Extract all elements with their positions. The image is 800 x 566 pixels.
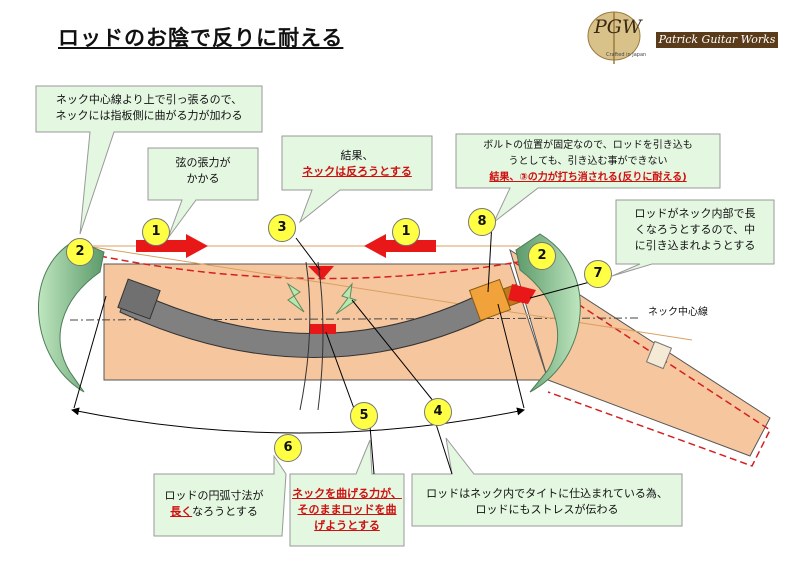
- callout-top-left-shape: [35, 85, 263, 235]
- leader-4-callout: [435, 423, 453, 475]
- callout-arc-length: ロッドの円弧寸法が 長くなろうとする: [156, 488, 272, 520]
- callout-rod-pulled-line2: くなろうとするので、中: [634, 223, 756, 236]
- callout-bolt-shape: [455, 133, 721, 223]
- callout-rod-pulled-line3: に引き込まれようとする: [634, 239, 756, 252]
- callout-top-left-line1: ネック中心線より上で引っ張るので、: [55, 93, 243, 106]
- callout-rod-stress-line1: ロッドはネック内でタイトに仕込まれている為、: [426, 487, 668, 500]
- callout-rod-pulled-shape: [611, 199, 775, 277]
- callout-bolt-line3: 結果、③の力が打ち消される(反りに耐える): [489, 172, 687, 183]
- leader-3: [295, 237, 321, 271]
- marker-5: 5: [350, 402, 378, 430]
- logo-brand-name: Patrick Guitar Works: [656, 32, 778, 48]
- neck-center-line: [69, 317, 641, 321]
- callout-bolt: ボルトの位置が固定なので、ロッドを引き込も うとしても、引き込む事ができない 結…: [458, 138, 718, 186]
- callout-string-tension-line2: かかる: [186, 172, 220, 185]
- callout-bend-force-line1: ネックを曲げる力が、: [292, 487, 402, 500]
- leader-4: [351, 299, 435, 403]
- leader-5: [325, 331, 357, 415]
- logo: PGW Patrick Guitar Works Crafted in Japa…: [570, 6, 782, 68]
- leader-8: [487, 221, 493, 293]
- curl-arrow-left: [37, 239, 105, 393]
- marker-2-left: 2: [66, 238, 94, 266]
- bend-guide-right: [317, 261, 324, 411]
- callout-string-tension-line1: 弦の張力が: [175, 156, 231, 169]
- callout-rod-pulled: ロッドがネック内部で長 くなろうとするので、中 に引き込まれようとする: [618, 206, 772, 254]
- marker-1-right: 1: [392, 218, 420, 246]
- curl-arrow-right: [515, 233, 581, 393]
- leader-5-callout: [369, 425, 375, 475]
- stress-bolt-right: [335, 282, 358, 315]
- marker-3: 3: [268, 214, 296, 242]
- callout-arc-length-red: 長く: [170, 505, 193, 518]
- arc-dimension: [71, 407, 525, 434]
- logo-monogram: PGW: [594, 16, 642, 38]
- page-title: ロッドのお陰で反りに耐える: [58, 26, 344, 50]
- callout-bolt-line1: ボルトの位置が固定なので、ロッドを引き込も: [483, 140, 693, 151]
- callout-arc-length-rest: なろうとする: [192, 505, 258, 518]
- logo-tagline: Crafted in Japan: [606, 52, 647, 58]
- callout-rod-stress: ロッドはネック内でタイトに仕込まれている為、 ロッドにもストレスが伝わる: [414, 486, 680, 518]
- neck-center-line-label: ネック中心線: [648, 307, 708, 318]
- callout-arc-length-shape: [153, 454, 287, 537]
- callout-arc-length-line2: 長くなろうとする: [156, 504, 272, 520]
- callout-result-line2: ネックは反ろうとする: [302, 165, 412, 178]
- marker-6: 6: [274, 434, 302, 462]
- callout-bend-force-line3: げようとする: [314, 519, 380, 532]
- callout-bend-force: ネックを曲げる力が、 そのままロッドを曲 げようとする: [292, 486, 402, 534]
- marker-7: 7: [584, 260, 612, 288]
- callout-top-left-line2: ネックには指板側に曲がる力が加わる: [55, 109, 243, 122]
- force-arrow-left: [364, 234, 436, 258]
- stress-bolt-left: [286, 282, 305, 313]
- arc-dimension-left-end: [73, 295, 107, 409]
- leader-7: [529, 281, 591, 299]
- callout-rod-stress-line2: ロッドにもストレスが伝わる: [475, 503, 619, 516]
- marker-2-right: 2: [528, 242, 556, 270]
- marker-4: 4: [424, 398, 452, 426]
- callout-bolt-line2: うとしても、引き込む事ができない: [508, 156, 668, 167]
- callout-rod-pulled-line1: ロッドがネック内部で長: [634, 207, 756, 220]
- callout-bend-force-shape: [289, 439, 405, 547]
- callout-string-tension: 弦の張力が かかる: [150, 155, 256, 187]
- callout-result-shape: [281, 135, 433, 224]
- callout-arc-length-line1: ロッドの円弧寸法が: [164, 489, 264, 502]
- callout-string-tension-shape: [147, 147, 259, 239]
- force-arrow-rod-end: [508, 284, 536, 304]
- marker-1-left: 1: [142, 218, 170, 246]
- callout-rod-stress-shape: [411, 437, 683, 527]
- marker-8: 8: [468, 208, 496, 236]
- callout-result: 結果、 ネックは反ろうとする: [284, 148, 430, 180]
- callout-result-line1: 結果、: [340, 149, 374, 162]
- bend-guide-left: [299, 261, 311, 411]
- force-arrow-down: [308, 266, 334, 280]
- string-line: [85, 245, 693, 341]
- callout-top-left: ネック中心線より上で引っ張るので、 ネックには指板側に曲がる力が加わる: [40, 92, 258, 124]
- logo-mark: [587, 11, 641, 64]
- callout-bend-force-line2: そのままロッドを曲: [297, 503, 397, 516]
- arc-dimension-right-end: [497, 303, 525, 409]
